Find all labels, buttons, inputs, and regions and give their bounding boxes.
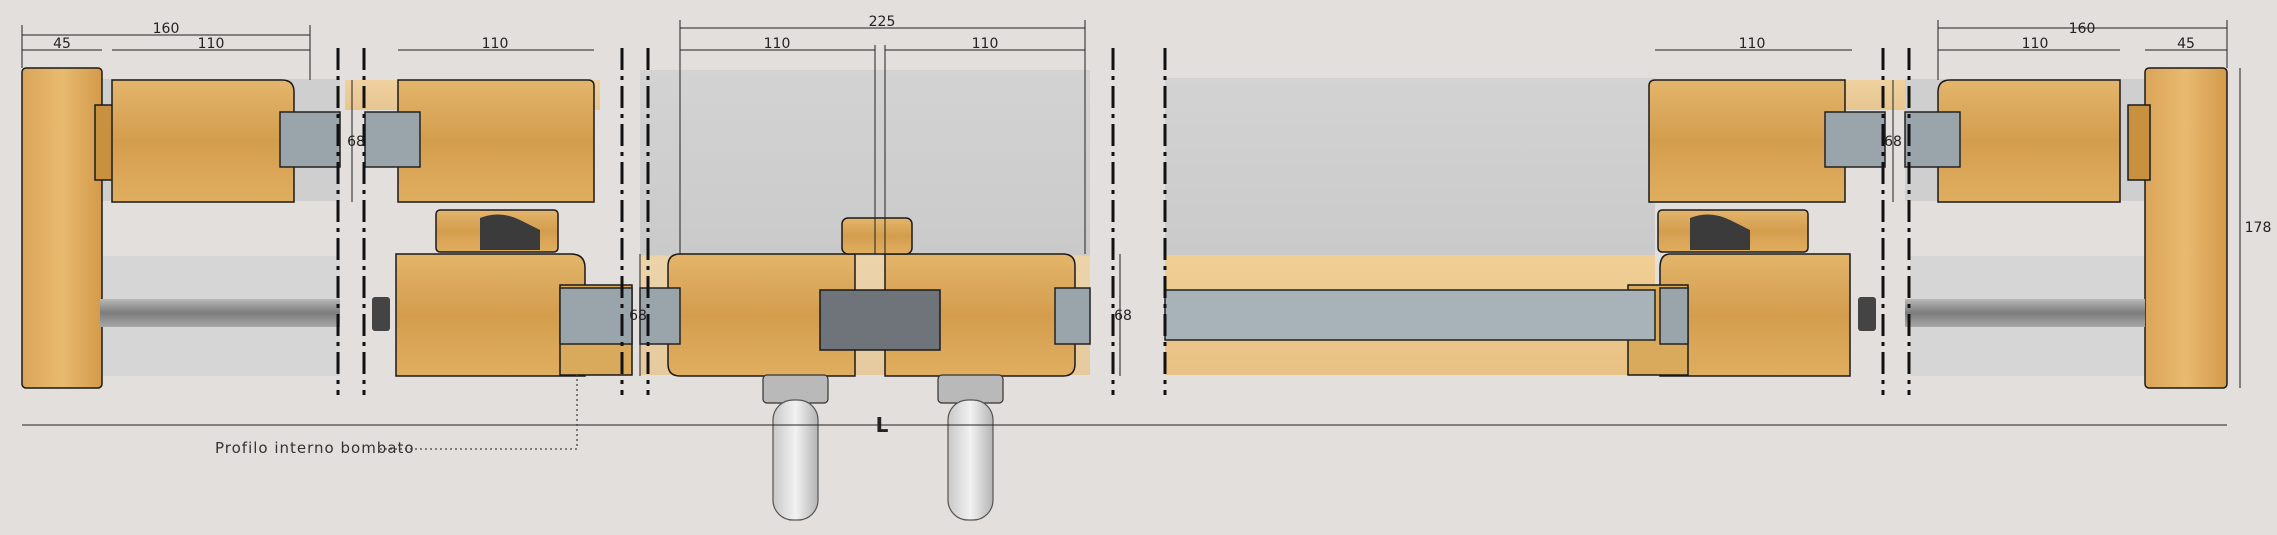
dim-110-left-b: 110 (482, 36, 509, 52)
profile-lower-right (1659, 253, 1851, 377)
dim-110-right-b: 110 (2022, 36, 2049, 52)
annotation-label: Profilo interno bombato (215, 439, 415, 457)
rod-right-cap (1858, 297, 1876, 331)
handle-right-base (937, 374, 1004, 404)
upper-profiles (111, 79, 2121, 253)
glazing-lower-right (1659, 287, 1689, 345)
dim-45-right: 45 (2177, 36, 2195, 52)
jamb-right (2144, 67, 2228, 389)
jambs (21, 67, 2228, 389)
profile-lower-left (395, 253, 586, 377)
dim-225: 225 (869, 14, 896, 30)
dim-110-left-a: 110 (198, 36, 225, 52)
profile-upper-left-b (397, 79, 595, 203)
glazing-upper-c (1824, 111, 1886, 168)
dim-160-left: 160 (153, 21, 180, 37)
dim-110-mid-a: 110 (764, 36, 791, 52)
handles (762, 374, 1004, 521)
dim-110-mid-b: 110 (972, 36, 999, 52)
jamb-left (21, 67, 103, 389)
glazing-lower-left (559, 287, 633, 345)
dim-110-right-a: 110 (1739, 36, 1766, 52)
dim-68-a: 68 (347, 134, 365, 150)
glass-pane-center-right (1165, 78, 1655, 256)
break-lines (336, 48, 1911, 395)
dim-68-c: 68 (1114, 308, 1132, 324)
glazing-lower-mid-b (1054, 287, 1091, 345)
handle-left (772, 399, 819, 521)
dim-overall: L (876, 413, 889, 437)
center-glazing-bead (819, 289, 941, 351)
upper-glazing (279, 111, 1961, 168)
profile-upper-right (1648, 79, 1846, 203)
profile-upper-right-b (1937, 79, 2121, 203)
glazing-upper-a (279, 111, 341, 168)
handle-left-base (762, 374, 829, 404)
rod-left (100, 299, 340, 327)
glazing-upper-d (1904, 111, 1961, 168)
rod-right (1905, 299, 2145, 327)
handle-right (947, 399, 994, 521)
runner-rods (100, 297, 2145, 331)
dim-160-right: 160 (2069, 21, 2096, 37)
annotation-leader (380, 372, 578, 450)
dim-68-d: 68 (1884, 134, 1902, 150)
dim-178: 178 (2245, 220, 2272, 236)
seal-left (480, 214, 540, 250)
profile-upper-left (111, 79, 295, 203)
glazing-lower-center (1164, 289, 1656, 341)
dimension-lines (21, 20, 2241, 426)
center-lock-block (841, 217, 913, 255)
seal-right (1690, 214, 1750, 250)
profile-lower-center-a (667, 253, 856, 377)
dim-45-left: 45 (53, 36, 71, 52)
rod-left-cap (372, 297, 390, 331)
dim-68-b: 68 (629, 308, 647, 324)
jamb-right-block (2127, 104, 2151, 181)
glazing-upper-b (364, 111, 421, 168)
